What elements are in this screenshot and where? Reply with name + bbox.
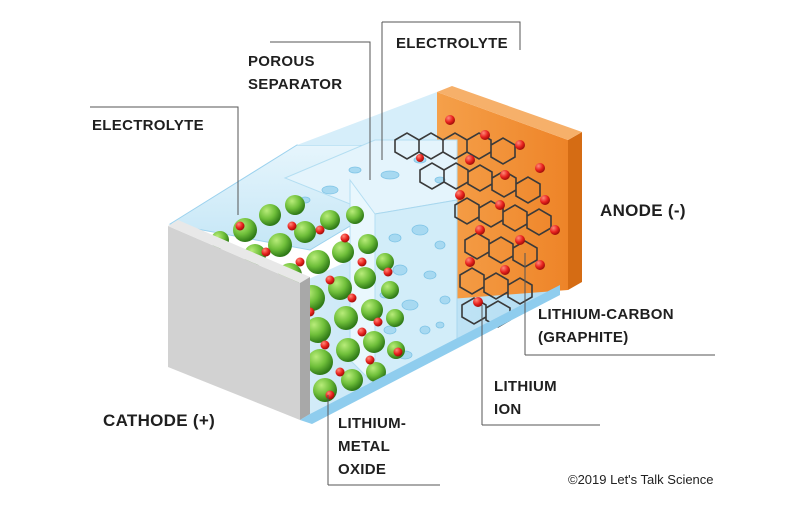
label-electrolyte-top: ELECTROLYTE [396,35,508,52]
label-porous-separator-line2: SEPARATOR [248,76,343,93]
porous-separator [283,139,458,387]
label-lithium-metal-oxide-line2: METAL [338,438,391,455]
cathode-spheres [211,195,405,402]
anode-side [568,132,582,290]
electrolyte-back-face [297,92,437,145]
cathode-plate-front [168,226,300,420]
pointer-lines [90,21,715,486]
label-porous-separator-line1: POROUS [248,53,315,70]
anode-lithium-ions [416,115,560,307]
label-lithium-carbon-line1: LITHIUM-CARBON [538,306,674,323]
label-lithium-carbon-line2: (GRAPHITE) [538,329,629,346]
copyright-text: ©2019 Let's Talk Science [568,472,714,487]
anode-top [437,86,582,140]
electrolyte-bottom-strip [300,285,560,424]
graphite-layers [394,132,552,328]
label-anode: ANODE (-) [600,201,686,220]
label-lithium-ion-line2: ION [494,401,522,418]
label-lithium-metal-oxide-line3: OXIDE [338,461,387,478]
label-cathode: CATHODE (+) [103,411,216,430]
label-lithium-ion-line1: LITHIUM [494,378,557,395]
label-lithium-metal-oxide-line1: LITHIUM- [338,415,407,432]
cathode-plate-edge [168,220,310,283]
label-electrolyte-left: ELECTROLYTE [92,117,204,134]
cathode-plate-side [300,277,310,420]
